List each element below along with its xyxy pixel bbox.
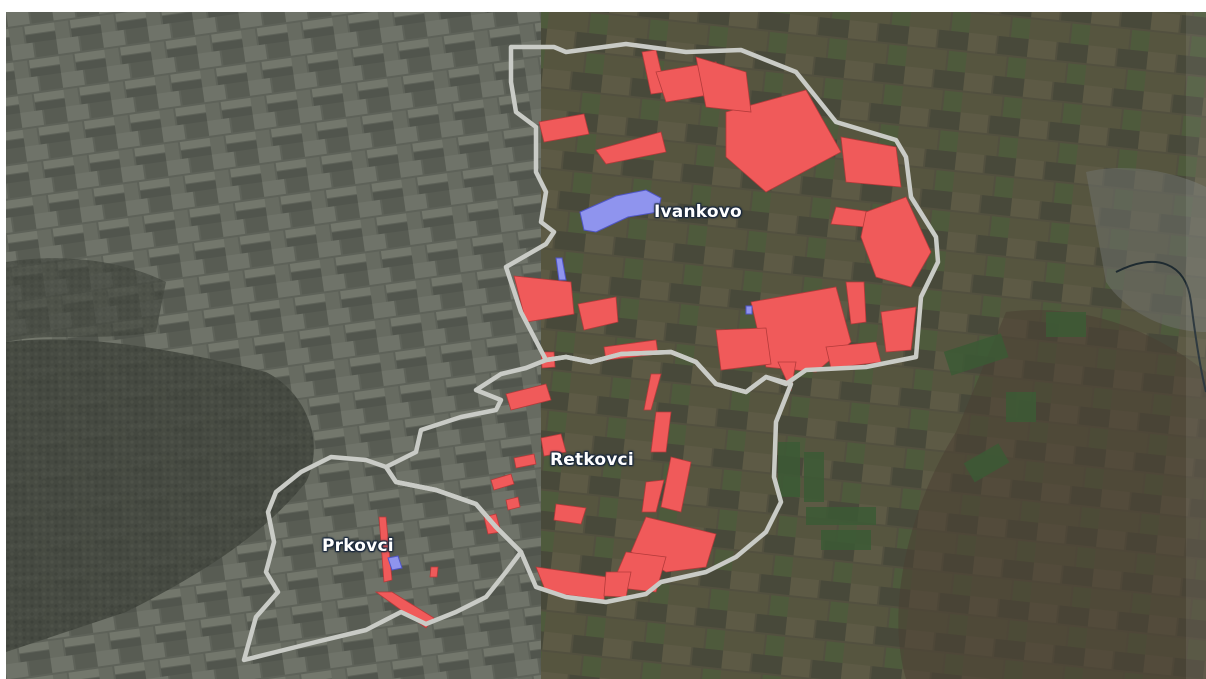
forest-southeast [898,310,1206,679]
highlighted-parcels-blue[interactable] [387,189,753,571]
green-fields [778,312,1086,550]
label-retkovci: Retkovci [550,450,634,470]
label-ivankovo: Ivankovo [654,202,742,222]
satellite-map[interactable] [6,12,1206,679]
boundary-retkovci [383,349,794,605]
label-prkovci: Prkovci [322,536,394,556]
forest-southwest [6,339,314,652]
boundary-prkovci [241,454,524,663]
forest-west [6,258,166,342]
highlighted-parcels-red[interactable] [374,49,932,629]
map-view[interactable]: Ivankovo Retkovci Prkovci [6,12,1206,679]
town-area [1086,167,1206,332]
river [1115,261,1206,393]
municipality-boundaries [241,41,941,663]
scan-edge [1186,12,1206,679]
